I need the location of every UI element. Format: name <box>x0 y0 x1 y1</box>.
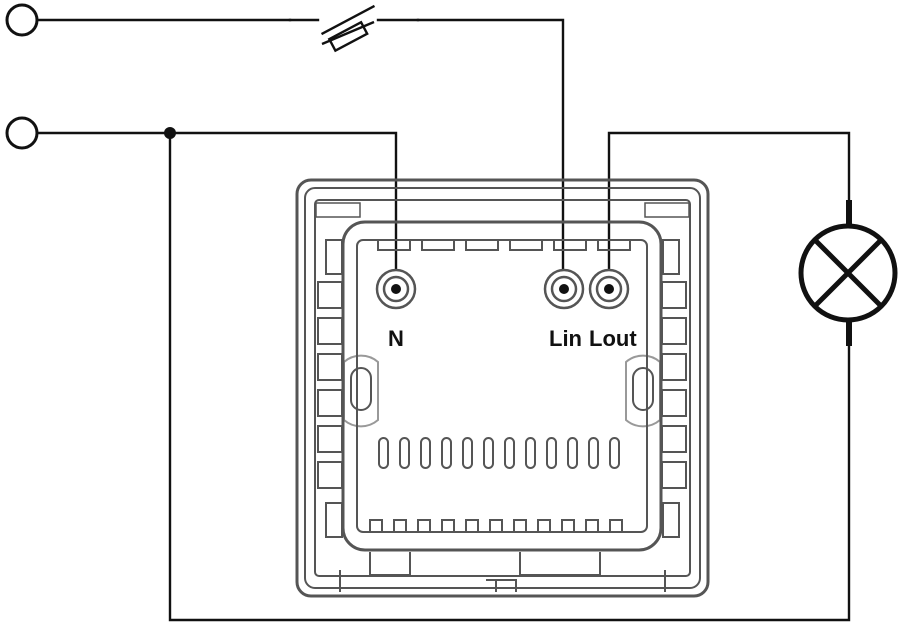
supply-terminal-neutral <box>5 116 39 150</box>
supply-terminal-line <box>5 3 39 37</box>
load-wire <box>607 131 851 289</box>
fuse-icon <box>320 4 376 53</box>
terminal-n-label: N <box>388 326 404 351</box>
terminal-n <box>375 268 417 310</box>
lamp-icon <box>798 200 898 346</box>
terminal-lout-label: Lout <box>589 326 637 351</box>
line-wire <box>35 18 565 287</box>
terminal-lout <box>588 268 630 310</box>
terminal-lin <box>543 268 585 310</box>
switch-back-plate <box>295 178 710 598</box>
neutral-wire <box>35 127 851 622</box>
terminal-lin-label: Lin <box>549 326 582 351</box>
